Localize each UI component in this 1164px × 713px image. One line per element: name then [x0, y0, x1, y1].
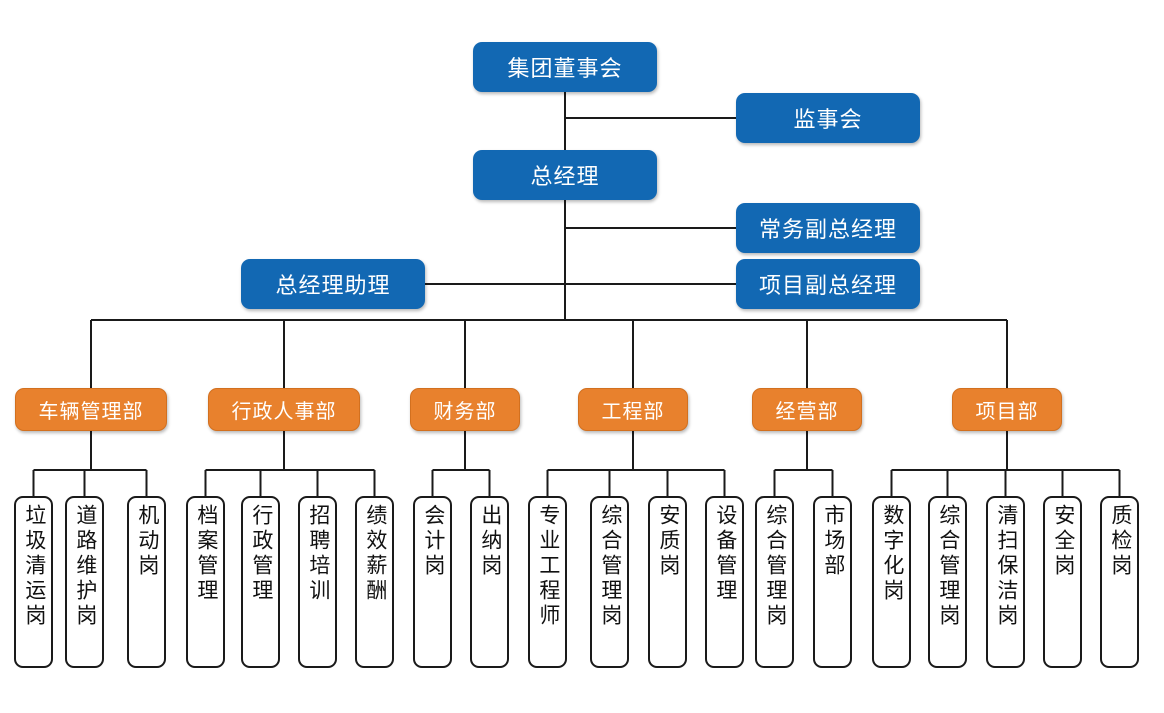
box-gm-assistant[interactable]: 总经理助理	[241, 259, 425, 309]
position-label: 垃圾清运岗	[22, 504, 46, 629]
position-label: 安质岗	[656, 504, 680, 579]
box-board[interactable]: 集团董事会	[473, 42, 657, 92]
box-position-3-3[interactable]: 设备管理	[705, 496, 744, 668]
box-position-0-2[interactable]: 机动岗	[127, 496, 166, 668]
box-position-5-4[interactable]: 质检岗	[1100, 496, 1139, 668]
position-label: 出纳岗	[478, 504, 502, 579]
box-position-1-1[interactable]: 行政管理	[241, 496, 280, 668]
box-position-1-0[interactable]: 档案管理	[186, 496, 225, 668]
box-position-2-0[interactable]: 会计岗	[413, 496, 452, 668]
box-position-5-2[interactable]: 清扫保洁岗	[986, 496, 1025, 668]
position-label: 行政管理	[249, 504, 273, 604]
box-position-4-1[interactable]: 市场部	[813, 496, 852, 668]
box-position-5-1[interactable]: 综合管理岗	[928, 496, 967, 668]
position-label: 机动岗	[135, 504, 159, 579]
box-position-3-1[interactable]: 综合管理岗	[590, 496, 629, 668]
position-label: 市场部	[821, 504, 845, 579]
box-general-manager[interactable]: 总经理	[473, 150, 657, 200]
box-department-1[interactable]: 行政人事部	[208, 388, 360, 431]
box-position-5-3[interactable]: 安全岗	[1043, 496, 1082, 668]
position-label: 综合管理岗	[763, 504, 787, 629]
box-position-3-2[interactable]: 安质岗	[648, 496, 687, 668]
position-label: 数字化岗	[880, 504, 904, 604]
position-label: 安全岗	[1051, 504, 1075, 579]
position-label: 招聘培训	[306, 504, 330, 604]
position-label: 道路维护岗	[73, 504, 97, 629]
box-position-1-2[interactable]: 招聘培训	[298, 496, 337, 668]
position-label: 专业工程师	[536, 504, 560, 629]
box-department-5[interactable]: 项目部	[952, 388, 1062, 431]
box-executive-deputy-gm[interactable]: 常务副总经理	[736, 203, 920, 253]
position-label: 档案管理	[194, 504, 218, 604]
box-position-2-1[interactable]: 出纳岗	[470, 496, 509, 668]
position-label: 质检岗	[1108, 504, 1132, 579]
position-label: 绩效薪酬	[363, 504, 387, 604]
box-supervisory-board[interactable]: 监事会	[736, 93, 920, 143]
box-department-2[interactable]: 财务部	[410, 388, 520, 431]
box-position-5-0[interactable]: 数字化岗	[872, 496, 911, 668]
box-position-3-0[interactable]: 专业工程师	[528, 496, 567, 668]
position-label: 综合管理岗	[936, 504, 960, 629]
box-position-0-0[interactable]: 垃圾清运岗	[14, 496, 53, 668]
box-project-deputy-gm[interactable]: 项目副总经理	[736, 259, 920, 309]
position-label: 设备管理	[713, 504, 737, 604]
position-label: 清扫保洁岗	[994, 504, 1018, 629]
box-position-1-3[interactable]: 绩效薪酬	[355, 496, 394, 668]
box-department-0[interactable]: 车辆管理部	[15, 388, 167, 431]
box-department-4[interactable]: 经营部	[752, 388, 862, 431]
box-department-3[interactable]: 工程部	[578, 388, 688, 431]
position-label: 会计岗	[421, 504, 445, 579]
box-position-4-0[interactable]: 综合管理岗	[755, 496, 794, 668]
position-label: 综合管理岗	[598, 504, 622, 629]
box-position-0-1[interactable]: 道路维护岗	[65, 496, 104, 668]
